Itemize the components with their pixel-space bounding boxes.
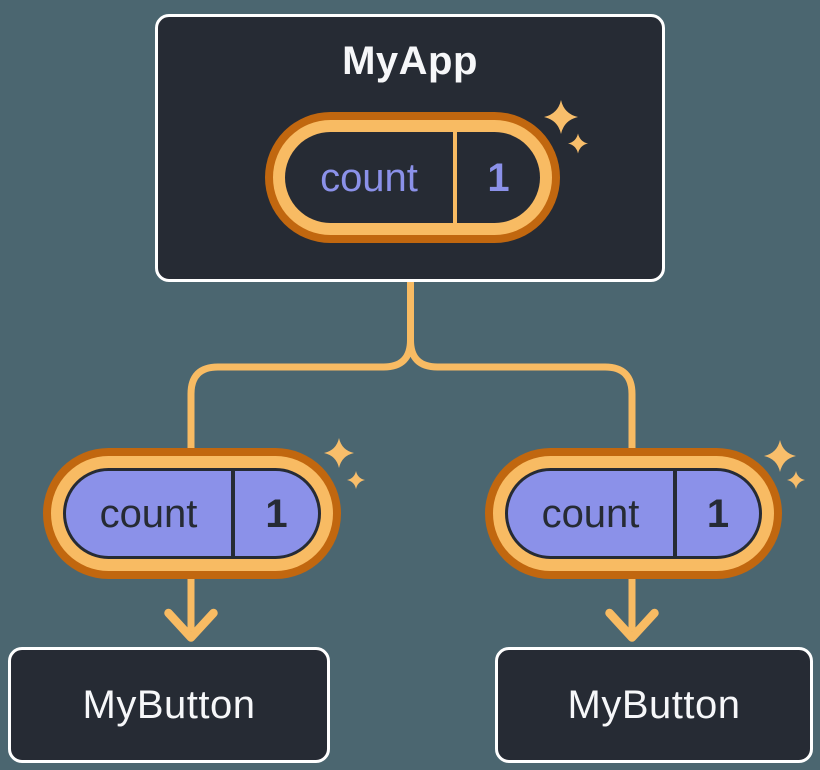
pill-ring: count 1 <box>273 120 552 235</box>
pill-ring: count 1 <box>493 456 774 571</box>
prop-label: count <box>99 491 198 536</box>
root-state-pill: count 1 <box>265 112 560 243</box>
pill-divider <box>673 471 677 556</box>
arrow-head-icon-left <box>164 608 218 642</box>
child-prop-pill-left: count 1 <box>43 448 341 579</box>
mybutton-node-right: MyButton <box>495 647 813 763</box>
child-prop-pill-right: count 1 <box>485 448 782 579</box>
mybutton-node-left: MyButton <box>8 647 330 763</box>
prop-label: count <box>541 491 640 536</box>
mybutton-title-left: MyButton <box>82 683 256 727</box>
pill-ring: count 1 <box>51 456 333 571</box>
arrow-head-icon-right <box>605 608 659 642</box>
prop-value: 1 <box>706 491 730 536</box>
pill-divider <box>231 471 235 556</box>
mybutton-title-right: MyButton <box>567 683 741 727</box>
state-label: count <box>320 155 418 200</box>
prop-value: 1 <box>265 491 288 536</box>
tree-connector-right <box>407 282 636 452</box>
tree-connector-left <box>187 282 414 452</box>
myapp-title: MyApp <box>342 39 478 83</box>
state-value: 1 <box>487 155 510 200</box>
pill-divider <box>453 132 457 223</box>
